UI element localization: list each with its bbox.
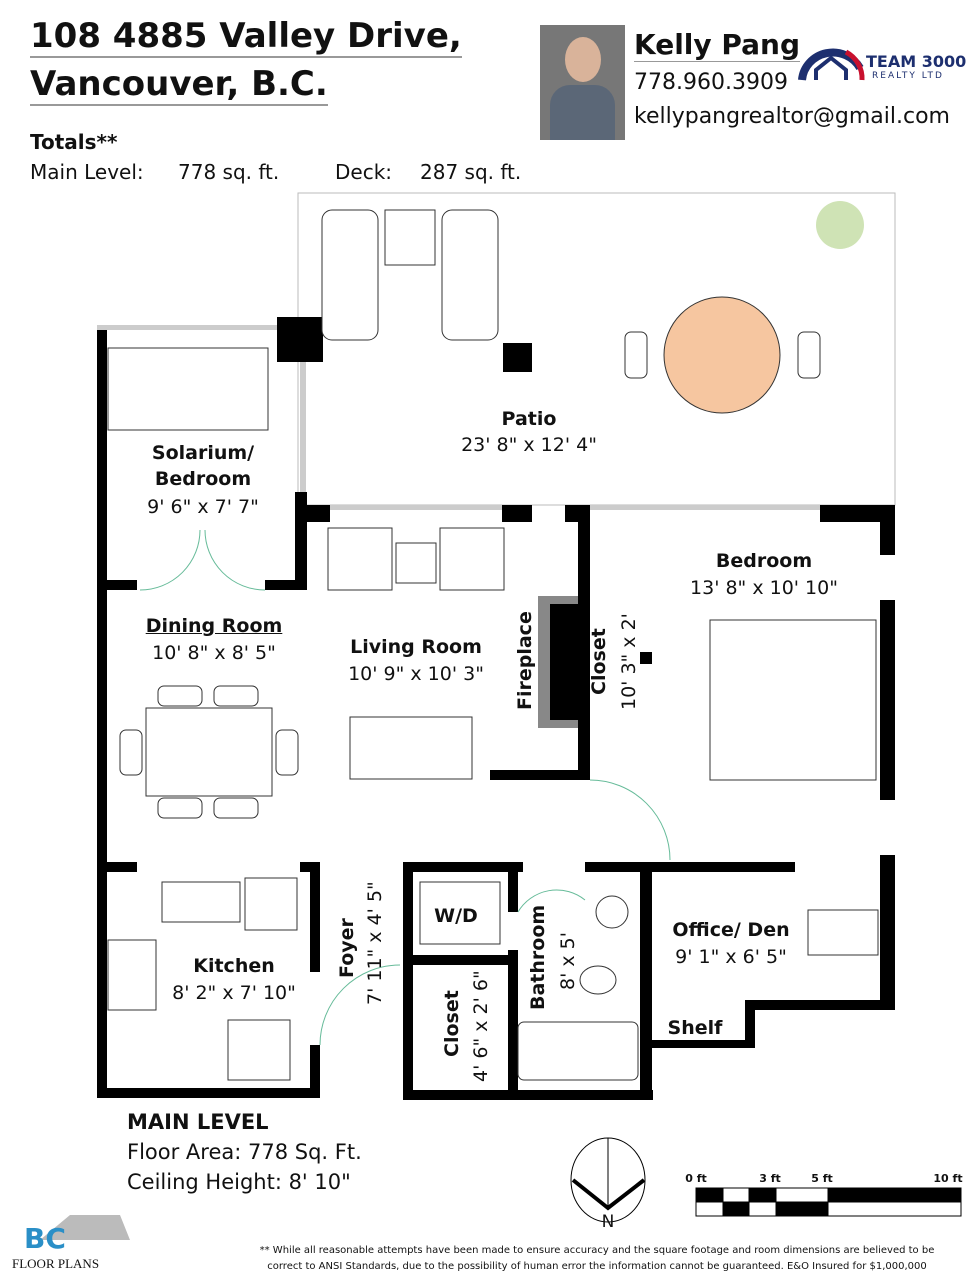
disclaimer-line-1: ** While all reasonable attempts have be… [259,1245,935,1256]
armchair [439,527,505,591]
wd-label: W/D [434,905,478,927]
brokerage-logo: TEAM 3000 REALTY LTD [798,46,966,86]
solarium-label-2: Bedroom [154,468,252,490]
dining-label: Dining Room [145,615,283,637]
washer-dryer [419,881,501,945]
sofa [349,716,473,780]
north-arrow [570,1137,646,1223]
closet-label: Closet [588,628,610,695]
foyer-dims: 7' 11" x 4' 5" [364,881,386,1005]
desk [807,909,879,956]
bathtub [517,1021,639,1081]
closet-dims: 10' 3" x 2' [618,613,640,710]
plant-icon [816,201,864,249]
scale-label-5: 5 ft [811,1172,833,1185]
scale-bar [695,1187,962,1217]
office-label: Office/ Den [672,919,790,941]
patio-table [624,296,821,414]
stove [107,939,157,1011]
disclaimer-line-2: correct to ANSI Standards, due to the po… [267,1261,927,1272]
main-level-value: 778 sq. ft. [178,160,280,184]
lounge-chair [321,209,379,341]
bathroom-label: Bathroom [527,904,549,1010]
scale-label-10: 10 ft [933,1172,963,1185]
address-line-1: 108 4885 Valley Drive, [30,16,462,58]
agent-name: Kelly Pang [634,28,801,62]
agent-email[interactable]: kellypangrealtor@gmail.com [634,104,950,129]
scale-label-3: 3 ft [759,1172,781,1185]
main-level-label: Main Level: [30,160,144,184]
day-bed [107,347,269,431]
toilet [579,965,617,995]
agent-phone: 778.960.3909 [634,70,788,95]
deck-label: Deck: [335,160,393,184]
kitchen-dims: 8' 2" x 7' 10" [172,982,296,1004]
armchair [327,527,393,591]
bedroom-dims: 13' 8" x 10' 10" [690,577,838,599]
office-dims: 9' 1" x 6' 5" [675,946,787,968]
patio-dims: 23' 8" x 12' 4" [461,434,597,456]
level-title: MAIN LEVEL [127,1110,269,1134]
bc-logo-text: FLOOR PLANS [12,1256,100,1271]
foyer-label: Foyer [336,918,358,978]
fireplace-label: Fireplace [514,611,536,710]
bc-logo: BC [24,1222,66,1255]
solarium-dims: 9' 6" x 7' 7" [147,496,259,518]
living-dims: 10' 9" x 10' 3" [348,663,484,685]
doors [139,529,671,1046]
closet2-label: Closet [441,990,463,1057]
floor-area: Floor Area: 778 Sq. Ft. [127,1140,362,1164]
bathroom-dims: 8' x 5' [557,932,579,990]
closet2-dims: 4' 6" x 2' 6" [470,970,492,1082]
totals-label: Totals** [30,130,118,154]
solarium-label-1: Solarium/ [151,442,255,464]
kitchen-sink [161,881,241,923]
dining-table [119,685,299,819]
patio-label: Patio [501,408,557,430]
living-label: Living Room [350,636,482,658]
bc-logo-graphic [40,1215,130,1240]
ceiling-height: Ceiling Height: 8' 10" [127,1170,351,1194]
bedroom-label: Bedroom [715,550,813,572]
kitchen-label: Kitchen [193,955,275,977]
deck-value: 287 sq. ft. [420,160,522,184]
address-line-2: Vancouver, B.C. [30,64,328,106]
scale-label-0: 0 ft [685,1172,707,1185]
walls [97,317,895,1100]
north-label: N [601,1212,615,1232]
shelf-label: Shelf [667,1017,723,1039]
bed [709,619,877,781]
dining-dims: 10' 8" x 8' 5" [152,642,276,664]
house-arc-icon [798,48,865,81]
bathroom-sink [595,895,629,929]
agent-photo [540,25,625,140]
lounge-chair [441,209,499,341]
